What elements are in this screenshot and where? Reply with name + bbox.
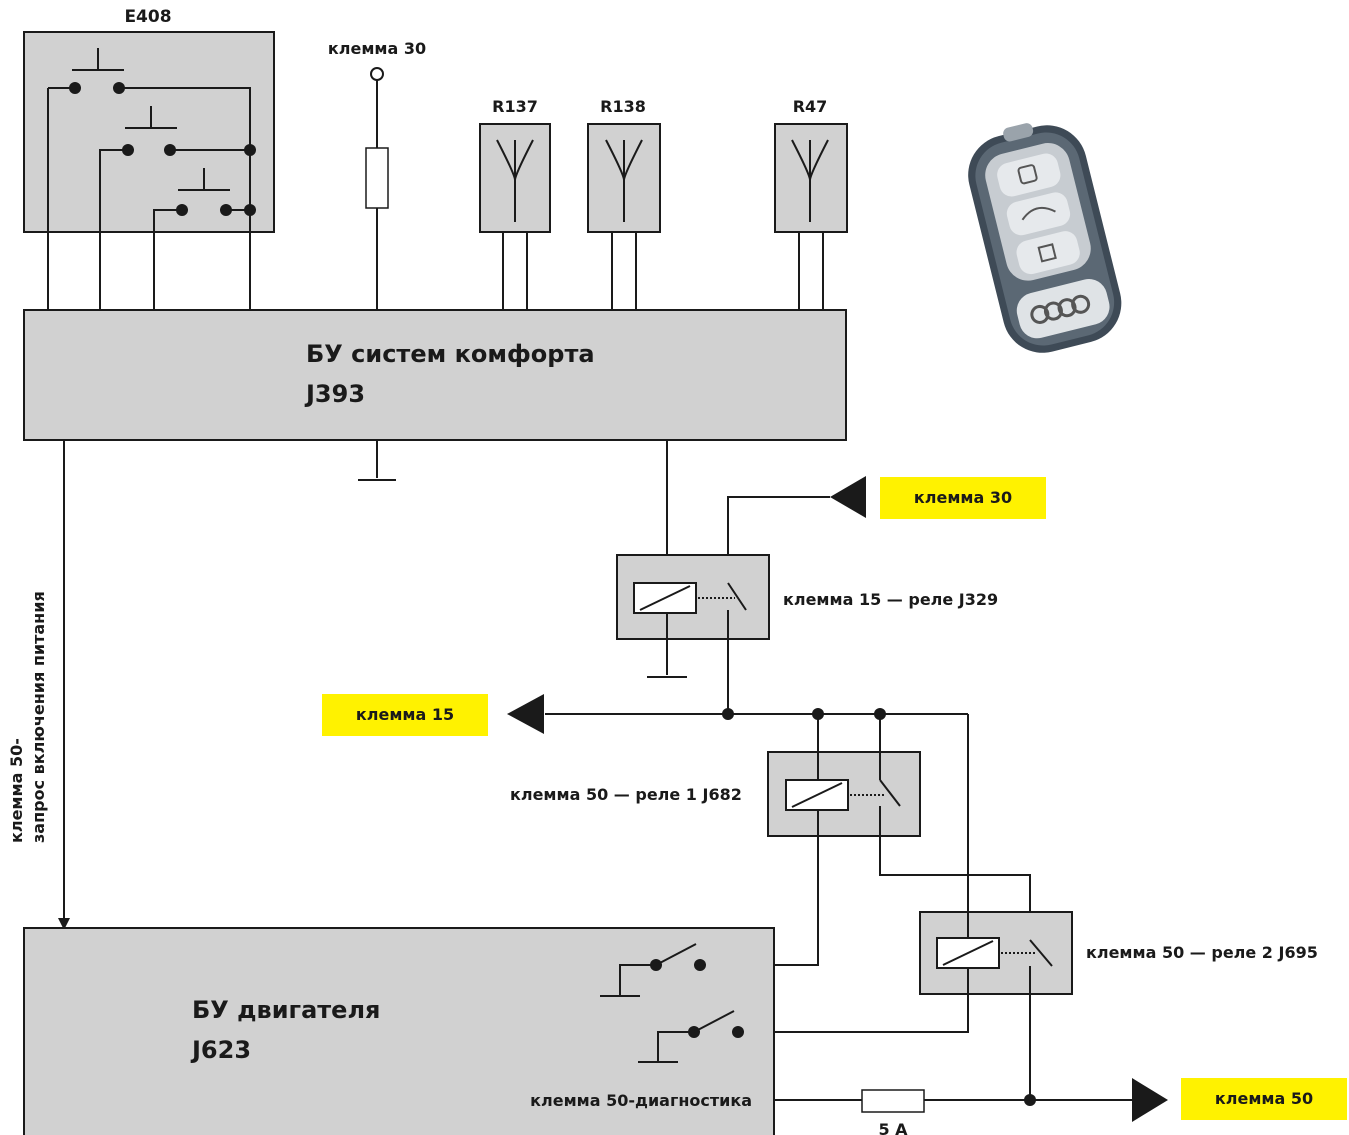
r47-label: R47 [793, 97, 828, 116]
r138-label: R138 [600, 97, 646, 116]
request-label-line1: клемма 50- [7, 738, 26, 843]
fuse-rating-label: 5 A [878, 1120, 908, 1135]
switch-icon [600, 943, 706, 997]
request-label-line2: запрос включения питания [29, 591, 48, 843]
fuse-icon [861, 1089, 925, 1113]
terminal-30-arrow-icon [830, 476, 866, 518]
relay-j682-label: клемма 50 — реле 1 J682 [510, 785, 742, 804]
comfort-ecu-code: J393 [304, 380, 365, 408]
e408-switch-block: E408 [23, 7, 275, 310]
terminal-50-request-line: клемма 50- запрос включения питания [7, 440, 70, 930]
relay-j329: клемма 15 — реле J329 [616, 554, 998, 714]
fuse-icon [365, 147, 389, 209]
comfort-ecu-title: БУ систем комфорта [306, 340, 595, 368]
switch-icon [638, 1010, 744, 1063]
engine-ecu-code: J623 [190, 1036, 251, 1064]
terminal-15-arrow-icon [507, 694, 544, 734]
engine-ecu-title: БУ двигателя [192, 996, 380, 1024]
relay-j695: клемма 50 — реле 2 J695 [919, 911, 1318, 995]
comfort-ecu-j393: БУ систем комфорта J393 [23, 309, 847, 441]
svg-text:клемма 50: клемма 50 [1215, 1089, 1313, 1108]
terminal-30-top-label: клемма 30 [328, 39, 426, 58]
relay-j682: клемма 50 — реле 1 J682 [510, 714, 921, 837]
relay-j329-label: клемма 15 — реле J329 [783, 590, 998, 609]
antenna-r138: R138 [587, 97, 661, 310]
antenna-icon [605, 139, 643, 222]
antenna-r47: R47 [774, 97, 848, 310]
terminal-15-tag: клемма 15 [322, 694, 488, 736]
antenna-r137: R137 [479, 97, 551, 310]
e408-label: E408 [124, 7, 171, 27]
terminal-30-supply: клемма 30 [328, 39, 426, 310]
terminal-50-arrow-icon [1132, 1078, 1168, 1122]
svg-text:клемма 15: клемма 15 [356, 705, 454, 724]
svg-text:клемма 30: клемма 30 [914, 488, 1012, 507]
relay-j695-label: клемма 50 — реле 2 J695 [1086, 943, 1318, 962]
antenna-icon [791, 139, 829, 222]
audi-key-fob-icon [968, 123, 1122, 353]
diagnostics-label: клемма 50-диагностика [530, 1091, 752, 1110]
r137-label: R137 [492, 97, 538, 116]
terminal-50-tag: клемма 50 [1181, 1078, 1347, 1120]
terminal-30-tag: клемма 30 [880, 477, 1046, 519]
ground-symbol [358, 440, 396, 481]
antenna-icon [496, 139, 534, 222]
engine-ecu-j623: БУ двигателя J623 клемма 50-диагностика [23, 927, 775, 1135]
